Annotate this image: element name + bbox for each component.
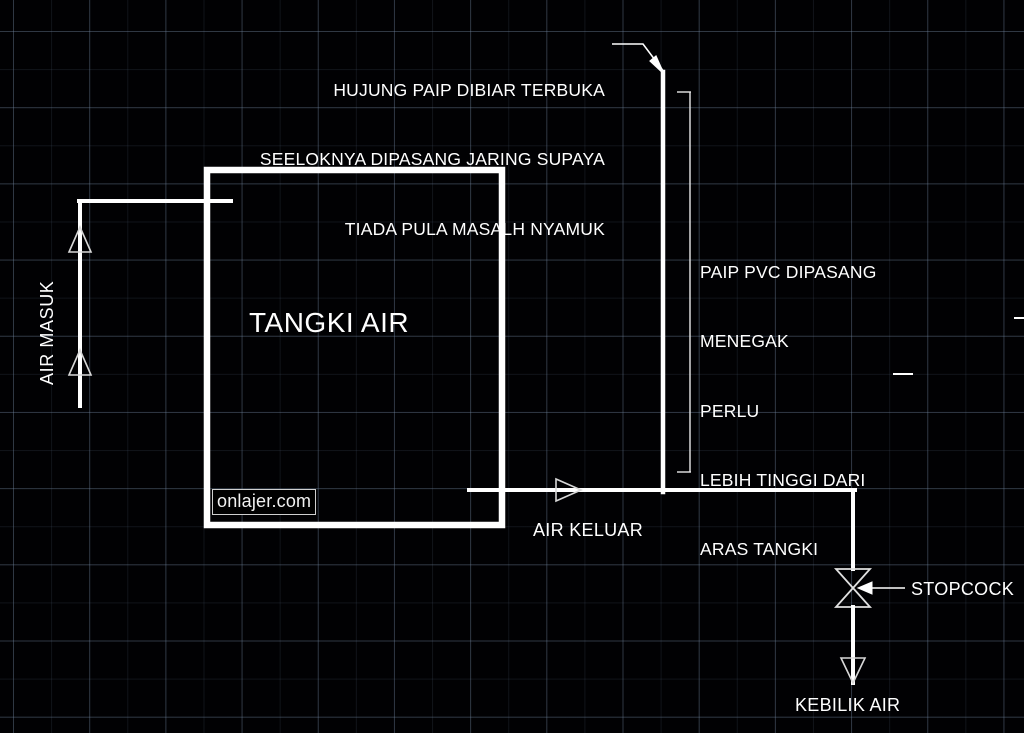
pipe-note-line-2: MENEGAK bbox=[700, 331, 789, 352]
pipe-note-text: PAIP PVC DIPASANG MENEGAK PERLU LEBIH TI… bbox=[700, 215, 877, 608]
pipe-note-line-3: PERLU bbox=[700, 400, 760, 421]
water-tank-outline bbox=[203, 166, 506, 529]
flow-arrow-up-icon-1 bbox=[67, 225, 93, 253]
destination-label: KEBILIK AIR bbox=[795, 695, 901, 715]
pipe-note-line-4: LEBIH TINGGI DARI bbox=[700, 470, 866, 491]
flow-arrow-up-icon-2 bbox=[67, 348, 93, 376]
inlet-label: AIR MASUK bbox=[37, 280, 57, 385]
vent-note-line-3: TIADA PULA MASALH NYAMUK bbox=[344, 218, 605, 239]
stopcock-valve-icon bbox=[833, 568, 873, 608]
leader-arrowhead-icon bbox=[649, 55, 665, 75]
vent-note-line-1: HUJUNG PAIP DIBIAR TERBUKA bbox=[333, 80, 605, 101]
vent-note-text: HUJUNG PAIP DIBIAR TERBUKA SEELOKNYA DIP… bbox=[180, 33, 605, 287]
tank-label: TANGKI AIR bbox=[249, 307, 410, 338]
pipe-note-line-1: PAIP PVC DIPASANG bbox=[700, 262, 877, 283]
flow-arrow-right-icon bbox=[555, 477, 583, 503]
stopcock-leader-arrowhead-icon bbox=[856, 581, 873, 595]
outlet-label: AIR KELUAR bbox=[533, 520, 644, 540]
flow-arrow-down-icon bbox=[839, 657, 867, 685]
stopcock-label: STOPCOCK bbox=[911, 579, 1015, 599]
watermark: onlajer.com bbox=[212, 489, 317, 515]
pipe-note-line-5: ARAS TANGKI bbox=[700, 539, 819, 560]
vent-note-line-2: SEELOKNYA DIPASANG JARING SUPAYA bbox=[259, 149, 605, 170]
